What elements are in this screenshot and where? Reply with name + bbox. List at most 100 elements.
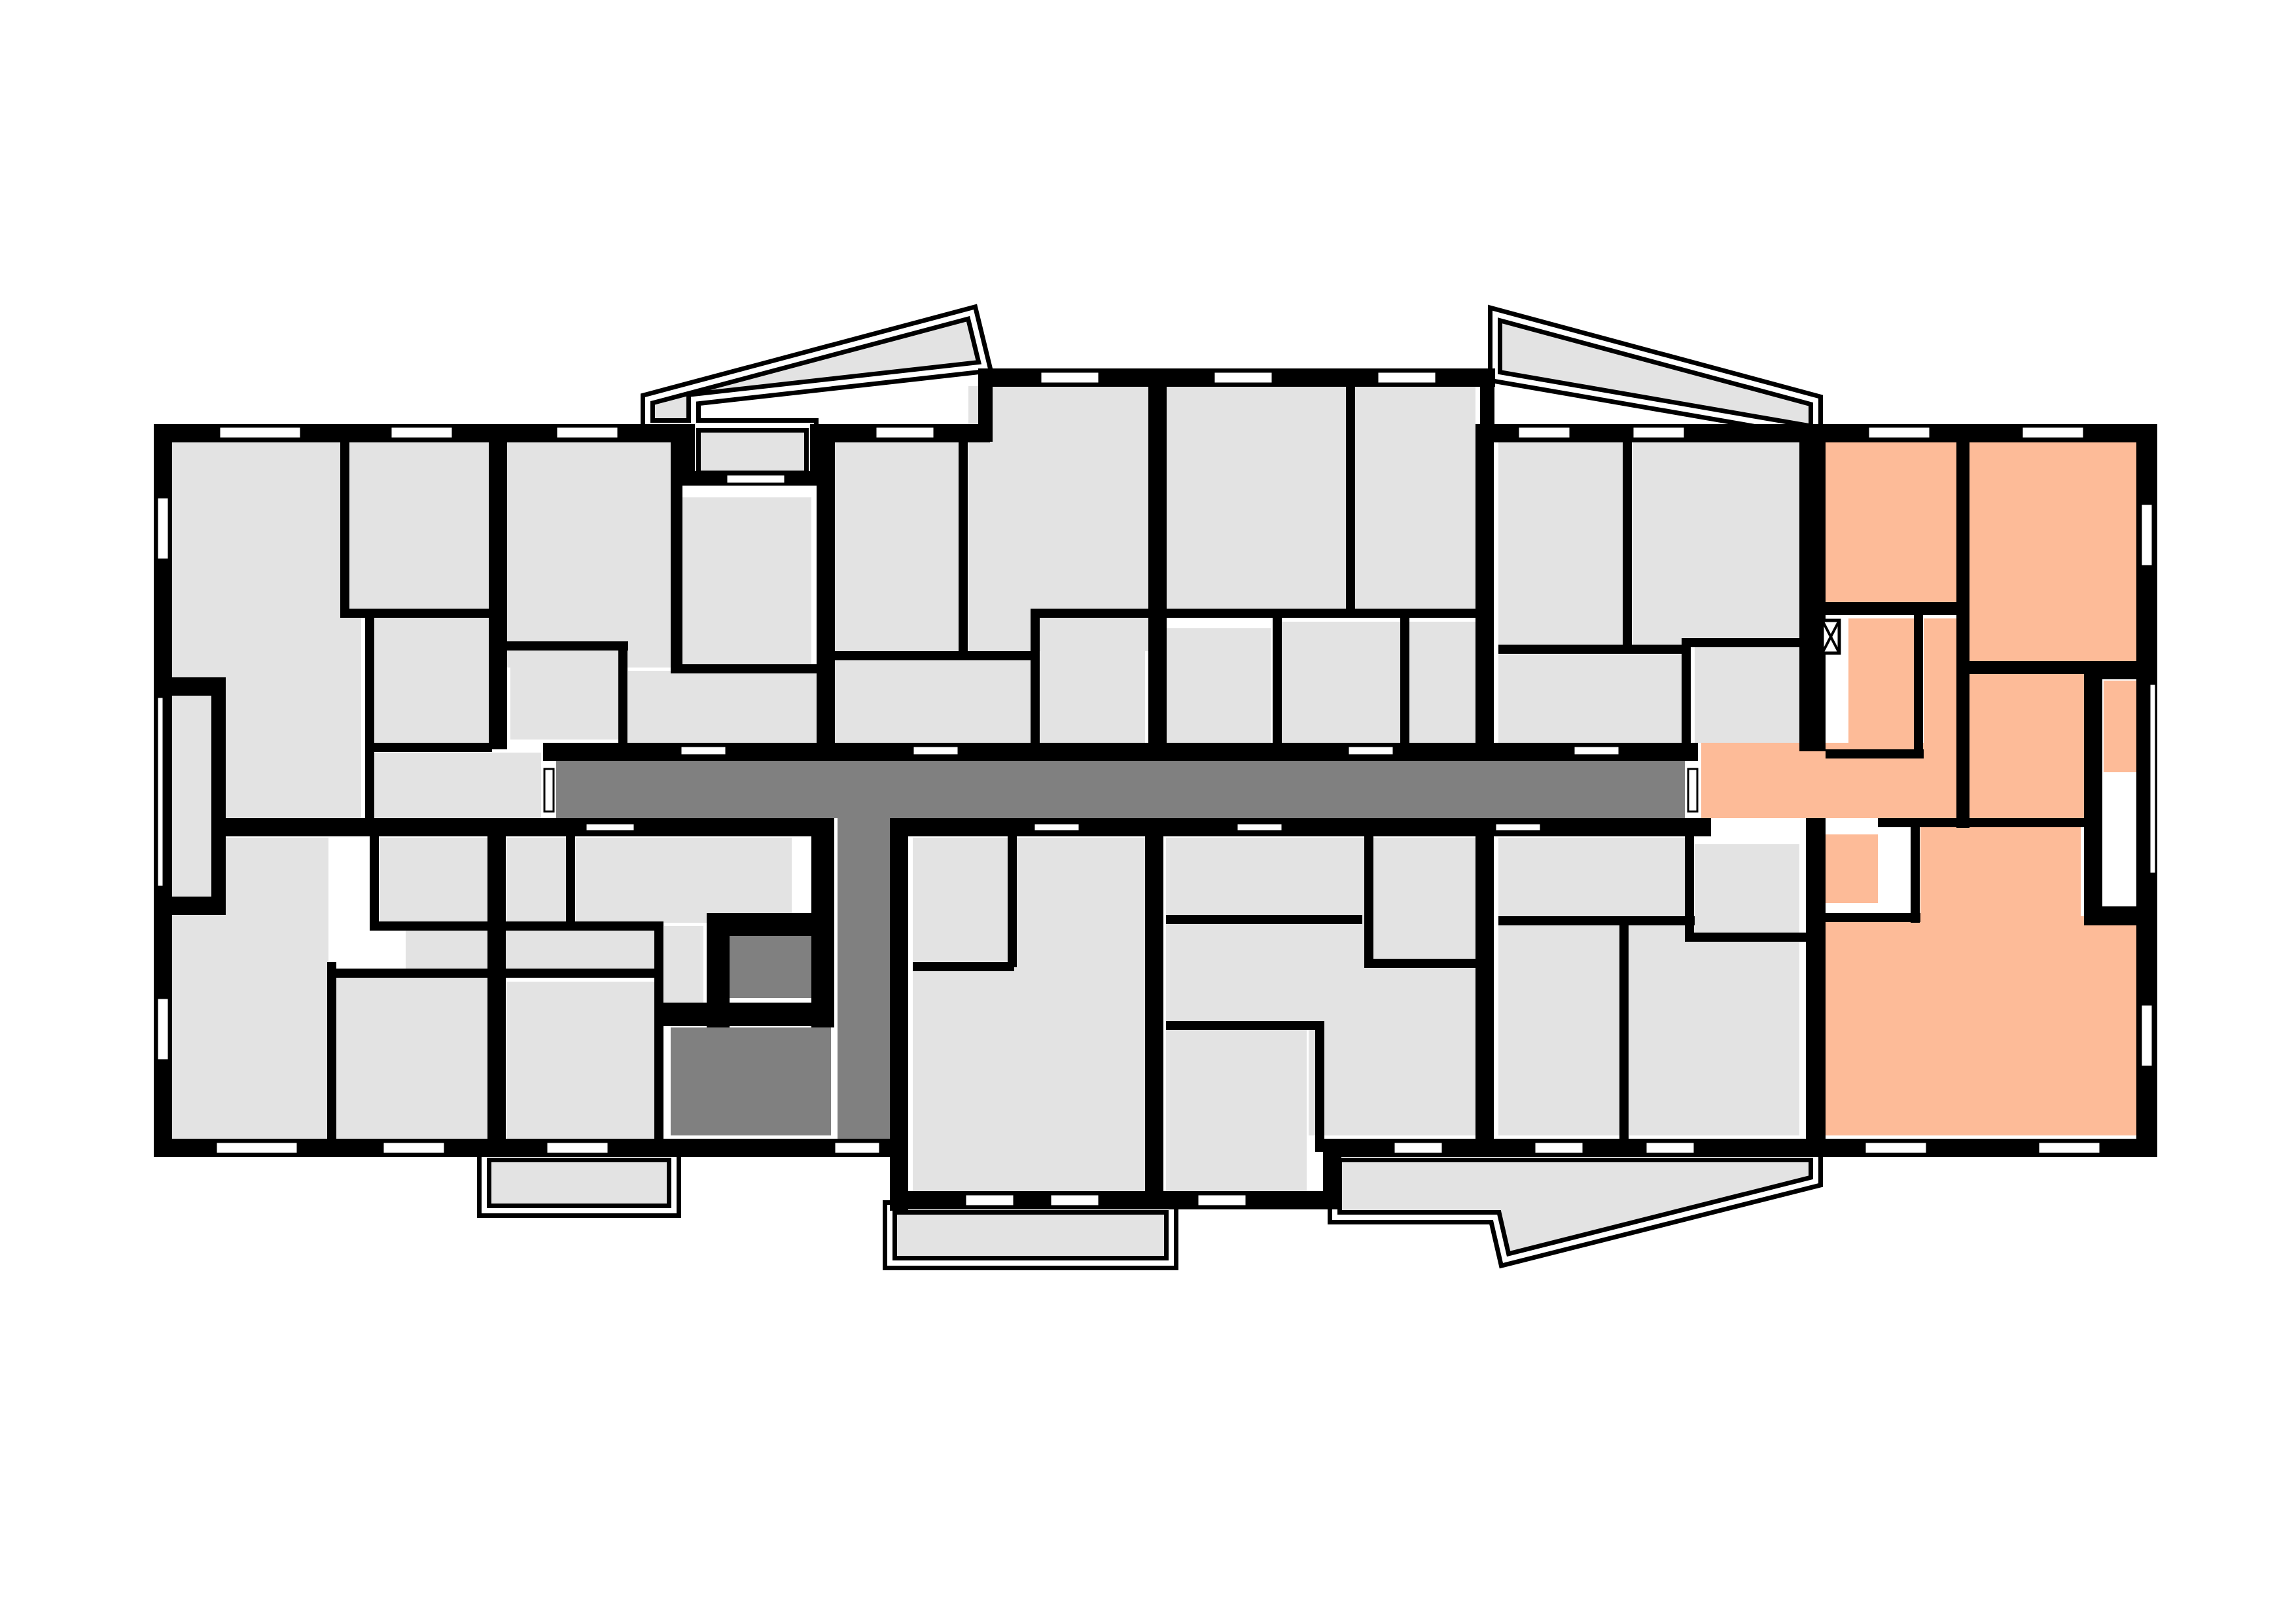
window-corr-1: [679, 745, 728, 757]
wall-v-b2: [487, 836, 506, 1144]
room-b6: [576, 838, 792, 923]
hl-balcony[interactable]: [2104, 684, 2135, 772]
hl-room-3[interactable]: [1848, 618, 1914, 746]
room-a5: [507, 442, 674, 668]
wall-v-d3: [1315, 1021, 1324, 1152]
window-top-2: [389, 425, 454, 440]
wall-v-e1: [1623, 442, 1632, 651]
wall-h-hl2: [1969, 661, 2091, 674]
window-top-3: [555, 425, 620, 440]
wall-h-d2: [1166, 915, 1362, 924]
hl-room-1[interactable]: [1826, 442, 1956, 602]
window-right-1: [2140, 503, 2154, 567]
window-left-2: [156, 997, 170, 1061]
wall-v-c6: [1400, 612, 1409, 743]
wall-v-e3: [1799, 424, 1826, 751]
wall-v-d4: [1364, 836, 1373, 967]
window-corr-3: [1347, 745, 1395, 757]
wall-h-b3: [370, 921, 661, 931]
window-corr-4: [1572, 745, 1621, 757]
wall-h-a5: [504, 641, 628, 651]
wall-v-a3: [365, 612, 374, 828]
wall-bottom-center-left: [890, 818, 908, 1211]
room-c7: [1351, 386, 1475, 612]
corridor-wall-top: [543, 743, 1698, 761]
lift-shaft: [726, 936, 811, 998]
balcony-bottom-left: [477, 1148, 681, 1218]
window-right-2: [2140, 1003, 2154, 1068]
room-b4: [406, 926, 658, 975]
room-b2: [327, 975, 487, 1139]
window-top-9: [1517, 425, 1572, 440]
window-bottom-9: [1533, 1141, 1585, 1155]
wall-h-e1: [1498, 645, 1682, 654]
wall-v-d1: [1008, 836, 1017, 967]
room-b8: [664, 926, 703, 1008]
wall-h-hl3: [1826, 749, 1924, 758]
wall-h-d3: [1166, 1021, 1323, 1030]
wall-h-a1: [340, 609, 491, 618]
room-e3: [1498, 654, 1682, 743]
wall-v-c7: [1475, 424, 1494, 751]
wall-h-hl4: [1878, 818, 2091, 827]
wall-h-a4: [671, 664, 818, 673]
wall-v-b5: [654, 921, 663, 1144]
wall-h-d1: [913, 962, 1014, 971]
outer-wall-bottom-center: [890, 1191, 1341, 1209]
window-corr-7: [1235, 822, 1284, 832]
window-top-5: [874, 425, 936, 440]
window-bottom-2: [381, 1141, 446, 1155]
vent-shaft-icon: [1820, 618, 1841, 655]
wall-h-hl1: [1826, 602, 1963, 615]
window-bottom-6: [1049, 1193, 1101, 1207]
wall-v-f1: [1619, 916, 1629, 1142]
room-b3: [380, 838, 487, 923]
room-e4: [1695, 645, 1799, 743]
wall-v-c2: [1031, 609, 1040, 746]
room-d5: [1361, 838, 1475, 962]
room-d7: [1309, 949, 1475, 1135]
hl-room-6[interactable]: [1969, 668, 2084, 821]
wall-h-f2: [1685, 933, 1806, 942]
hl-room-8[interactable]: [1826, 834, 1878, 903]
window-top-1: [218, 425, 302, 440]
wall-v-a2: [489, 442, 507, 749]
wall-top-step-5: [978, 370, 993, 442]
wall-h-b5: [661, 1003, 834, 1026]
wall-top-step-1: [680, 424, 695, 483]
wall-v-d2: [1145, 836, 1163, 1209]
window-top-11: [1867, 425, 1932, 440]
room-a3: [374, 612, 489, 743]
wall-h-f1: [1498, 916, 1695, 925]
wall-v-stair: [811, 818, 834, 1027]
hl-room-4[interactable]: [1924, 618, 1956, 749]
windows: [156, 370, 2157, 1207]
bay-left-wall-3: [211, 677, 226, 913]
wall-v-a5: [817, 424, 835, 751]
hl-room-2[interactable]: [1969, 442, 2136, 661]
wall-h-a2: [226, 818, 376, 836]
balcony-bottom-center: [883, 1200, 1178, 1270]
room-c3: [968, 386, 1152, 651]
wall-h-c1: [834, 651, 1037, 660]
corridor-main: [556, 761, 1685, 818]
window-corr-8: [1494, 822, 1542, 832]
room-a8: [680, 497, 811, 668]
room-f2: [1498, 923, 1619, 1135]
room-c2: [834, 658, 1031, 743]
room-a2: [348, 442, 489, 612]
hl-room-9[interactable]: [1826, 916, 2136, 1135]
wall-h-hl5: [1826, 913, 1920, 922]
room-c6: [1166, 628, 1271, 743]
wall-v-hl3: [1911, 821, 1920, 923]
hl-room-10[interactable]: [1920, 825, 2081, 919]
bay-right-wall-3: [2084, 661, 2102, 923]
room-d3: [913, 916, 1145, 1191]
window-right-bay: [2148, 683, 2157, 875]
wall-top-step-6: [1480, 368, 1494, 442]
door-left-corr: [543, 768, 555, 813]
wall-v-b1: [327, 962, 336, 1139]
window-left-1: [156, 496, 170, 561]
room-c8: [1279, 622, 1400, 743]
